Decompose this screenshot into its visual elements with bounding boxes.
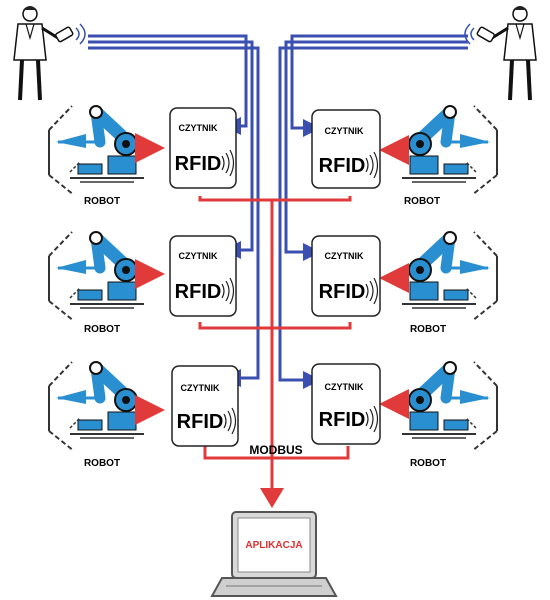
reader-title: CZYTNIK	[325, 251, 364, 261]
rfid-wave-icon	[223, 407, 237, 435]
reader-title: CZYTNIK	[179, 251, 218, 261]
robot-to-reader-arrows	[135, 133, 409, 425]
rfid-wave-icon	[365, 405, 379, 433]
robot-label: ROBOT	[410, 324, 446, 335]
signal-waves-left	[75, 23, 86, 45]
robot-label: ROBOT	[404, 196, 440, 207]
robot-right-2	[402, 232, 497, 321]
reader-tech: RFID	[319, 155, 366, 177]
robot-right-1	[402, 106, 497, 195]
robot-label: ROBOT	[84, 458, 120, 469]
reader-title: CZYTNIK	[325, 382, 364, 392]
rfid-reader-right-3: CZYTNIK RFID	[311, 363, 381, 445]
operator-left	[12, 4, 86, 102]
robot-label: ROBOT	[410, 458, 446, 469]
reader-tech: RFID	[175, 153, 222, 175]
rfid-wave-icon	[221, 277, 235, 305]
operator-right	[464, 4, 538, 102]
robot-label: ROBOT	[84, 196, 120, 207]
robot-left-2	[49, 232, 144, 321]
modbus-label: MODBUS	[249, 443, 302, 457]
robot-right-3	[402, 362, 497, 451]
reader-title: CZYTNIK	[325, 126, 364, 136]
laptop-icon	[210, 511, 338, 597]
rfid-wave-icon	[365, 151, 379, 179]
robot-left-3	[49, 362, 144, 451]
robot-label: ROBOT	[84, 324, 120, 335]
reader-tech: RFID	[175, 281, 222, 303]
reader-title: CZYTNIK	[181, 383, 220, 393]
app-label: APLIKACJA	[245, 540, 302, 551]
reader-tech: RFID	[319, 409, 366, 431]
modbus-wires	[198, 196, 352, 490]
rfid-reader-left-1: CZYTNIK RFID	[169, 107, 237, 189]
rfid-wave-icon	[365, 277, 379, 305]
rfid-reader-right-1: CZYTNIK RFID	[311, 109, 381, 189]
wires-blue-right	[278, 34, 468, 389]
bus-to-app-arrow	[260, 488, 284, 508]
rfid-wave-icon	[221, 149, 235, 177]
rfid-reader-right-2: CZYTNIK RFID	[311, 235, 381, 317]
reader-tech: RFID	[319, 281, 366, 303]
reader-title: CZYTNIK	[179, 123, 218, 133]
rfid-reader-left-2: CZYTNIK RFID	[169, 235, 237, 317]
robot-left-1	[49, 106, 144, 195]
rfid-reader-left-3: CZYTNIK RFID	[171, 365, 239, 447]
reader-tech: RFID	[177, 411, 224, 433]
